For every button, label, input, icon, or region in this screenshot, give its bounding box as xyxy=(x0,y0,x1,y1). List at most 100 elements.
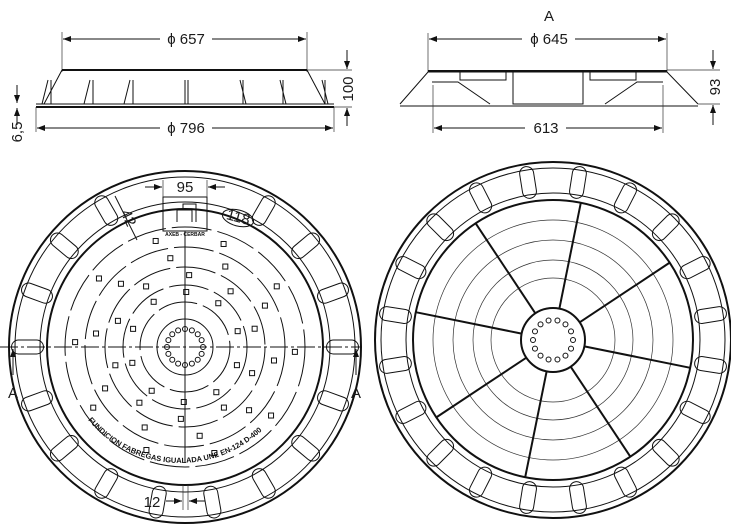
grate-hole xyxy=(143,447,150,454)
vent-hole xyxy=(554,317,561,324)
vent-hole xyxy=(570,337,576,343)
radial-rib xyxy=(524,371,548,478)
slot xyxy=(251,195,276,226)
grate-hole xyxy=(291,348,298,355)
bottom-rim-slots xyxy=(379,166,727,514)
slot xyxy=(317,390,349,412)
slot xyxy=(651,213,680,242)
slot xyxy=(291,232,321,260)
grate-hole xyxy=(143,283,150,290)
grate-hole xyxy=(183,289,190,296)
slot xyxy=(251,468,276,499)
slot xyxy=(613,466,637,498)
grate-hole xyxy=(152,237,159,244)
flange-thickness-label: 6,5 xyxy=(9,122,26,143)
grate-hole xyxy=(246,407,253,414)
slot xyxy=(469,466,493,498)
grate-hole xyxy=(215,300,222,307)
rib xyxy=(321,79,329,105)
grate-hole xyxy=(220,404,227,411)
radial-rib xyxy=(558,202,582,309)
slot xyxy=(379,356,412,374)
vent-hole xyxy=(568,328,575,335)
slot xyxy=(569,481,587,514)
grate-hole xyxy=(117,280,124,287)
slot xyxy=(651,438,680,467)
vent-hole xyxy=(554,356,561,363)
grate-hole xyxy=(112,362,119,369)
slot xyxy=(395,256,427,280)
rib xyxy=(239,79,247,105)
slot xyxy=(679,400,711,424)
grate-hole xyxy=(196,432,203,439)
side-ribs xyxy=(41,79,329,105)
vent-hole xyxy=(169,331,176,338)
cast-marking: FUNDICION FABREGAS IGUALADA UNE EN-124 D… xyxy=(86,415,263,465)
vent-hole xyxy=(545,317,552,324)
grate-hole xyxy=(222,263,229,270)
vent-hole xyxy=(545,356,552,363)
side-view: ϕ 657 ϕ 796 100 6,5 xyxy=(9,31,357,142)
vent-hole xyxy=(169,356,176,363)
ring xyxy=(452,239,654,441)
slot xyxy=(317,282,349,304)
grate-hole xyxy=(261,302,268,309)
slot xyxy=(49,434,79,462)
grate-hole xyxy=(130,325,137,332)
grate-hole xyxy=(150,298,157,305)
slot xyxy=(426,438,455,467)
rib xyxy=(184,80,189,104)
grate-hole xyxy=(167,255,174,262)
inner-diameter-label: 613 xyxy=(533,120,558,137)
vent-hole xyxy=(537,352,544,359)
section-view: A ϕ 645 613 93 xyxy=(399,8,724,137)
slot xyxy=(291,434,321,462)
radial-rib xyxy=(474,222,537,314)
vent-hole xyxy=(194,331,201,338)
slot xyxy=(94,468,119,499)
section-mark-left: A xyxy=(8,385,18,402)
vent-hole xyxy=(531,345,538,352)
slot xyxy=(679,256,711,280)
top-diameter-label: ϕ 657 xyxy=(167,31,205,48)
slot xyxy=(21,282,53,304)
vent-hole xyxy=(198,337,205,344)
slot xyxy=(21,390,53,412)
grate-hole xyxy=(180,398,187,405)
slot xyxy=(148,485,167,519)
slot xyxy=(694,356,727,374)
section-height-label: 93 xyxy=(707,79,724,96)
radial-rib xyxy=(569,366,632,458)
hinge-marking: AXEB - CERBAR xyxy=(165,232,205,238)
grate-hole xyxy=(211,450,218,457)
hinge-width-label: 95 xyxy=(177,179,194,196)
slot xyxy=(613,182,637,214)
base-diameter-label: ϕ 796 xyxy=(167,120,205,137)
height-label: 100 xyxy=(340,76,357,101)
grate-hole xyxy=(93,330,100,337)
grate-hole xyxy=(129,359,136,366)
grate-hole xyxy=(213,389,220,396)
grate-hole xyxy=(251,325,258,332)
bottom-view xyxy=(374,161,731,519)
grate-hole xyxy=(234,328,241,335)
rib-width-label: 12 xyxy=(144,494,161,511)
rib xyxy=(83,79,94,105)
slot xyxy=(203,485,222,519)
grate-hole xyxy=(227,288,234,295)
grate-hole xyxy=(177,415,184,422)
slot xyxy=(426,213,455,242)
grate-hole xyxy=(220,240,227,247)
bottom-rings-and-ribs xyxy=(415,202,691,478)
slot xyxy=(694,306,727,324)
ring xyxy=(472,259,634,421)
grate-hole xyxy=(141,424,148,431)
slot xyxy=(49,232,79,260)
slot xyxy=(94,195,119,226)
vent-hole xyxy=(194,356,201,363)
grate-hole xyxy=(136,399,143,406)
radial-rib xyxy=(415,311,522,335)
ring xyxy=(432,219,674,461)
grate-hole xyxy=(270,357,277,364)
vent-hole xyxy=(562,321,569,328)
